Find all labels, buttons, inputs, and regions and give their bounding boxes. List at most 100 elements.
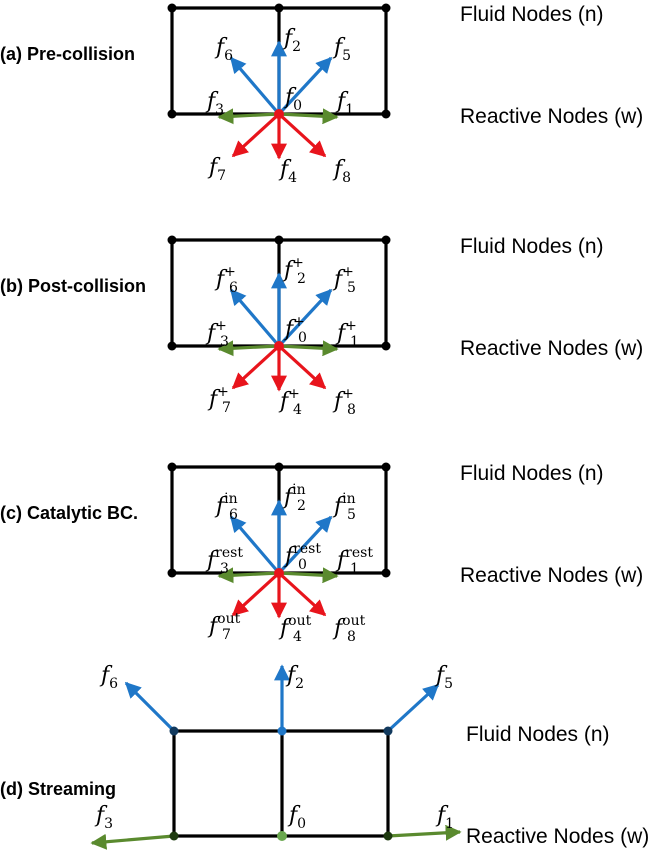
fluid-nodes-label: Fluid Nodes (n) [460, 3, 604, 26]
label-f5: f5 [434, 663, 453, 692]
label-f8: f+8 [332, 386, 356, 418]
arrow-f6 [229, 515, 281, 575]
fluid-nodes-label: Fluid Nodes (n) [460, 462, 604, 485]
lattice-grid [167, 3, 391, 119]
distribution-labels: f6 f2 f5 f3 f0 f1 [94, 663, 454, 832]
arrow-f1 [387, 824, 462, 841]
panel-label: (d) Streaming [0, 779, 116, 799]
arrow-f5 [386, 683, 440, 733]
label-f0: f0 [287, 803, 306, 832]
center-node [274, 568, 284, 578]
fluid-node-center [277, 726, 287, 736]
lattice-node [167, 3, 177, 13]
label-f1: f1 [335, 89, 354, 118]
label-f5: f+5 [332, 264, 356, 296]
velocity-arrows [217, 272, 339, 392]
lattice-node [274, 462, 284, 472]
label-f3: f3 [205, 89, 224, 118]
label-f5: f5 [332, 35, 351, 64]
reactive-node-left [169, 831, 179, 841]
arrow-f5 [277, 288, 333, 348]
arrow-f1 [278, 567, 339, 584]
lattice-grid [172, 729, 390, 838]
lattice-node [274, 3, 284, 13]
panel-d: f6 f2 f5 f3 f0 f1 (d) Streaming Fluid Nodes (n)… [0, 663, 649, 850]
lattice-node [167, 462, 177, 472]
arrow-f7 [231, 112, 281, 158]
arrow-f6 [229, 56, 281, 116]
lattice-node [167, 341, 177, 351]
label-f0: f0 [283, 85, 302, 114]
fluid-node-left [169, 726, 179, 736]
label-f6: f6 [99, 663, 118, 692]
arrow-f3 [217, 108, 280, 125]
lattice-node [381, 568, 391, 578]
center-node [274, 341, 284, 351]
label-f7: f7 [207, 155, 226, 184]
lattice-node [381, 109, 391, 119]
lattice-node [167, 235, 177, 245]
lattice-node [381, 462, 391, 472]
label-f6: f+6 [214, 264, 238, 296]
label-f2: f2 [285, 663, 304, 692]
arrow-f5 [277, 515, 333, 575]
label-f2: f2 [282, 26, 301, 55]
distribution-labels: f2 f6 f5 f3 f0 f1 f7 f4 f8 [205, 26, 354, 186]
fluid-nodes-label: Fluid Nodes (n) [466, 723, 610, 746]
arrow-f6 [124, 681, 176, 733]
label-f4: f+4 [278, 386, 302, 418]
reactive-nodes-label: Reactive Nodes (w) [466, 825, 649, 848]
label-f4: f4 [278, 157, 297, 186]
reactive-nodes-label: Reactive Nodes (w) [460, 105, 643, 128]
panel-a: f2 f6 f5 f3 f0 f1 f7 f4 f8 (a) Pre-collision Fluid… [0, 3, 643, 186]
center-node [274, 109, 284, 119]
lattice-node [381, 3, 391, 13]
arrow-f5 [277, 56, 333, 116]
label-f8: f8 [332, 157, 351, 186]
lattice-node [381, 341, 391, 351]
arrow-f3 [217, 567, 280, 584]
arrow-f1 [278, 108, 339, 125]
panel-label: (a) Pre-collision [0, 44, 135, 64]
streamed-arrows [90, 664, 462, 850]
lattice-node [381, 235, 391, 245]
arrow-f3 [217, 340, 280, 357]
arrow-f7 [231, 571, 281, 617]
label-f1: f1 [435, 803, 454, 832]
velocity-arrows [217, 40, 339, 160]
velocity-arrows [217, 499, 339, 619]
arrow-f6 [229, 288, 281, 348]
reactive-nodes-label: Reactive Nodes (w) [460, 564, 643, 587]
arrow-f8 [277, 112, 327, 158]
reactive-nodes-label: Reactive Nodes (w) [460, 337, 643, 360]
lattice-node [274, 235, 284, 245]
panel-label: (c) Catalytic BC. [0, 503, 138, 523]
lattice-node [167, 109, 177, 119]
arrow-f8 [277, 344, 327, 390]
reactive-node-right [383, 831, 393, 841]
arrow-f8 [277, 571, 327, 617]
panel-label: (b) Post-collision [0, 276, 146, 296]
label-f3: f3 [94, 803, 113, 832]
fluid-node-right [383, 726, 393, 736]
arrow-f3 [90, 833, 175, 850]
arrow-f1 [278, 340, 339, 357]
label-f2: f+2 [282, 255, 306, 287]
fluid-nodes-label: Fluid Nodes (n) [460, 235, 604, 258]
arrow-f7 [231, 344, 281, 390]
reactive-node-center [277, 831, 287, 841]
label-f7: f+7 [207, 384, 231, 416]
label-f6: f6 [214, 35, 233, 64]
